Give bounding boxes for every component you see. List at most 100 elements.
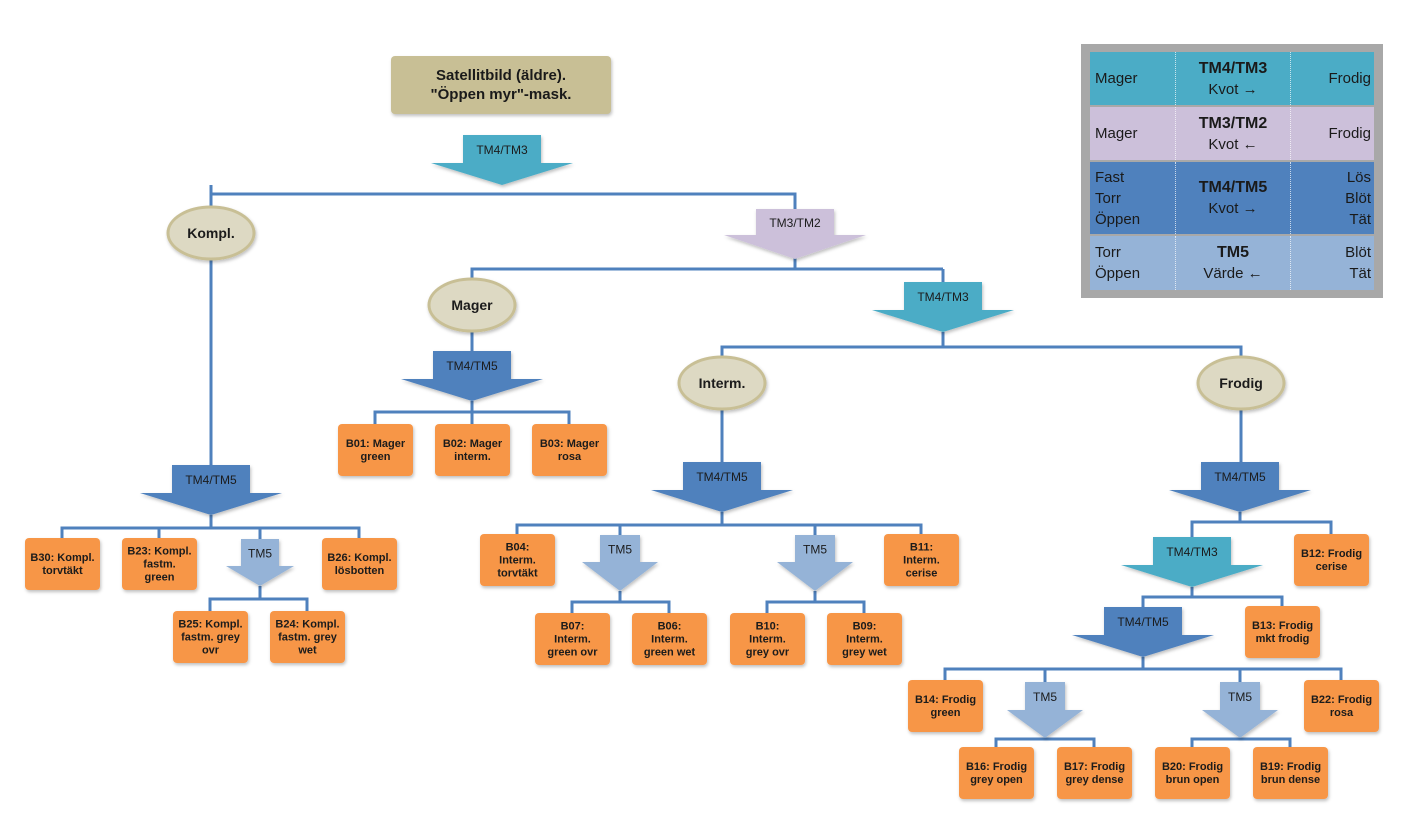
leaf-label-line: B12: Frodig xyxy=(1301,548,1362,560)
leaf-label-line: rosa xyxy=(558,451,582,463)
leaf-rect xyxy=(173,611,248,663)
arrow-label: TM4/TM3 xyxy=(1166,545,1218,559)
arrow-shape xyxy=(401,351,543,401)
leaf-rect xyxy=(1057,747,1132,799)
leaf-label-line: fastm. grey xyxy=(278,632,338,644)
leaf-label-line: grey open xyxy=(970,774,1023,786)
leaf-label-line: B22: Frodig xyxy=(1311,694,1372,706)
legend-left-text: Mager xyxy=(1095,70,1138,87)
arrow-label: TM5 xyxy=(248,547,272,561)
legend-left-text: Öppen xyxy=(1095,265,1141,282)
ellipse-shape xyxy=(427,277,517,333)
legend-sub: Kvot → xyxy=(1208,200,1258,217)
legend-left-text: Öppen xyxy=(1095,210,1141,228)
class-ellipse-mager: Mager xyxy=(427,277,517,333)
class-ellipse-frodig: Frodig xyxy=(1196,355,1286,411)
leaf-label-line: interm. xyxy=(454,451,491,463)
root-satellite-mask-box: Satellitbild (äldre). "Öppen myr"-mask. xyxy=(391,56,611,114)
tm45-arrow-a10: TM4/TM5 xyxy=(1169,462,1311,512)
leaf-label-line: cerise xyxy=(1316,561,1348,573)
leaf-label-line: B23: Kompl. xyxy=(127,546,191,558)
arrow-label: TM5 xyxy=(1033,690,1057,704)
ellipse-label: Kompl. xyxy=(187,225,234,241)
arrow-shape xyxy=(1121,537,1263,587)
leaf-rect xyxy=(532,424,607,476)
leaf-label-line: green xyxy=(931,707,961,719)
arrow-shape xyxy=(777,535,853,591)
ellipse-shape xyxy=(677,355,767,411)
leaf-label-line: Interm. xyxy=(846,634,883,646)
arrow-label: TM4/TM5 xyxy=(1117,615,1169,629)
leaf-label-line: B16: Frodig xyxy=(966,761,1027,773)
class-ellipse-interm: Interm. xyxy=(677,355,767,411)
leaf-rect xyxy=(535,613,610,665)
leaf-label-line: wet xyxy=(297,645,317,657)
leaf-label-line: B17: Frodig xyxy=(1064,761,1125,773)
leaf-rect xyxy=(959,747,1034,799)
leaf-label-line: B04: xyxy=(506,542,530,554)
leaf-label-line: green xyxy=(361,451,391,463)
tm5-arrow-a14: TM5 xyxy=(1202,682,1278,738)
leaf-box-b10: B10:Interm.grey ovr xyxy=(730,613,805,665)
ellipse-shape xyxy=(1196,355,1286,411)
tm5-arrow-a6: TM5 xyxy=(226,539,294,586)
leaf-rect xyxy=(1155,747,1230,799)
leaf-label-line: B13: Frodig xyxy=(1252,620,1313,632)
leaf-label-line: B09: xyxy=(853,621,877,633)
legend-right-text: Tät xyxy=(1349,210,1371,228)
legend-right-text: Blöt xyxy=(1345,244,1371,261)
arrow-shape xyxy=(651,462,793,512)
tm45-arrow-a12: TM4/TM5 xyxy=(1072,607,1214,657)
tm45-arrow-a7: TM4/TM5 xyxy=(651,462,793,512)
arrow-shape xyxy=(1072,607,1214,657)
legend-title: TM5 xyxy=(1217,244,1249,261)
leaf-label-line: B10: xyxy=(756,621,780,633)
legend-right-text: Lös xyxy=(1346,168,1371,186)
arrow-label: TM3/TM2 xyxy=(769,216,821,230)
leaf-label-line: B01: Mager xyxy=(346,438,406,450)
leaf-label-line: green ovr xyxy=(547,647,598,659)
root-line-2: "Öppen myr"-mask. xyxy=(430,86,572,103)
leaf-rect xyxy=(122,538,197,590)
leaf-rect xyxy=(1304,680,1379,732)
leaf-label-line: B03: Mager xyxy=(540,438,600,450)
leaf-rect xyxy=(480,534,555,586)
leaf-label-line: B24: Kompl. xyxy=(275,619,339,631)
leaf-label-line: grey dense xyxy=(1065,774,1123,786)
leaf-label-line: torvtäkt xyxy=(42,565,83,577)
legend-sub: Kvot → xyxy=(1208,80,1258,98)
leaf-rect xyxy=(908,680,983,732)
tm45-arrow-a4: TM4/TM5 xyxy=(401,351,543,401)
legend-title: TM4/TM5 xyxy=(1198,179,1268,196)
leaf-box-b23: B23: Kompl.fastm.green xyxy=(122,538,197,590)
leaf-label-line: Interm. xyxy=(554,634,591,646)
legend-right-text: Frodig xyxy=(1328,70,1371,87)
leaf-label-line: fastm. xyxy=(143,559,175,571)
leaf-box-b11: B11:Interm.cerise xyxy=(884,534,959,586)
arrow-label: TM4/TM5 xyxy=(185,473,237,487)
leaf-label-line: Interm. xyxy=(651,634,688,646)
leaf-label-line: Interm. xyxy=(749,634,786,646)
leaf-label-line: B11: xyxy=(910,542,933,554)
leaf-label-line: brun open xyxy=(1166,774,1220,786)
arrow-label: TM4/TM5 xyxy=(446,359,498,373)
arrow-shape xyxy=(582,535,658,591)
tm45-arrow-a5: TM4/TM5 xyxy=(140,465,282,515)
leaf-label-line: lösbotten xyxy=(335,565,385,577)
legend-sub: Värde ← xyxy=(1203,265,1263,282)
leaf-rect xyxy=(270,611,345,663)
arrow-label: TM4/TM3 xyxy=(917,290,969,304)
leaf-label-line: torvtäkt xyxy=(497,568,538,580)
arrow-shape xyxy=(226,539,294,586)
legend-left-text: Torr xyxy=(1095,189,1121,207)
